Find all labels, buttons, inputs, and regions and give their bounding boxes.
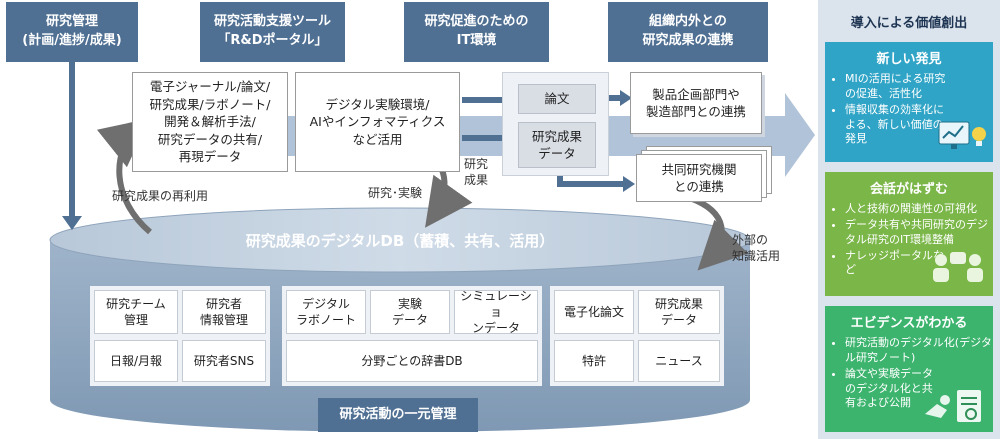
joint-org-box: 共同研究機関 との連携 <box>636 154 762 202</box>
db-cell-digital-labnote: デジタル ラボノート <box>286 290 366 334</box>
header-collaboration: 組織内外との 研究成果の連携 <box>608 2 768 62</box>
value-card-conversation-item: 人と技術の関連性の可視化 <box>845 202 995 217</box>
results-label: 研究 成果 <box>464 157 489 188</box>
product-dept-box: 製品企画部門や 製造部門との連携 <box>630 72 762 134</box>
db-cell-simulation-data: シミュレーショ ンデータ <box>454 289 538 335</box>
value-card-conversation: 会話がはずむ 人と技術の関連性の可視化 データ共有や共同研究のデジタル研究のIT… <box>825 172 993 296</box>
digital-experiment-box: デジタル実験環境/ AIやインフォマティクス など活用 <box>295 72 460 172</box>
reuse-curve-arrow <box>96 118 152 235</box>
evidence-document-icon <box>925 390 981 422</box>
result-data-box: 研究成果 データ <box>518 122 596 168</box>
value-card-discovery-item: MIの活用による研究の促進、活性化 <box>845 72 953 102</box>
header-it-environment: 研究促進のための IT環境 <box>404 2 549 62</box>
value-card-discovery-item: 情報収集の効率化による、新しい価値の発見 <box>845 103 953 148</box>
value-card-conversation-title: 会話がはずむ <box>869 182 948 197</box>
db-cell-team-management: 研究チーム 管理 <box>94 290 178 334</box>
value-card-conversation-item: ナレッジポータルなど <box>845 249 945 279</box>
external-curve-arrow <box>688 195 749 271</box>
value-card-discovery-title: 新しい発見 <box>876 52 942 67</box>
header-research-management: 研究管理 (計画/進捗/成果) <box>6 2 138 62</box>
value-card-evidence-title: エビデンスがわかる <box>850 316 968 331</box>
value-card-discovery: 新しい発見 MIの活用による研究の促進、活性化 情報収集の効率化による、新しい価… <box>825 42 993 162</box>
header-rd-portal: 研究活動支援ツール 「R&Dポータル」 <box>200 2 345 62</box>
db-cell-news: ニュース <box>638 340 720 382</box>
experiment-label: 研究･実験 <box>368 186 423 200</box>
journal-sharing-box: 電子ジャーナル/論文/ 研究成果/ラボノート/ 開発＆解析手法/ 研究データの共… <box>132 72 288 172</box>
db-cell-researcher-info: 研究者 情報管理 <box>182 290 266 334</box>
lab-analysis-icon <box>938 121 986 149</box>
db-title: 研究成果のデジタルDB（蓄積、共有、活用） <box>245 232 555 250</box>
db-cell-experiment-data: 実験 データ <box>370 290 450 334</box>
conversation-icon <box>933 252 983 282</box>
db-cylinder-top <box>49 207 751 273</box>
value-card-evidence-item: 論文や実験データのデジタル化と共有および公開 <box>845 367 937 412</box>
db-footer-label: 研究活動の一元管理 <box>318 398 478 432</box>
reuse-label: 研究成果の再利用 <box>112 189 209 203</box>
db-cell-daily-report: 日報/月報 <box>94 340 178 382</box>
value-card-evidence: エビデンスがわかる 研究活動のデジタル化(デジタル研究ノート) 論文や実験データ… <box>825 306 993 432</box>
db-cell-field-dictionary: 分野ごとの辞書DB <box>286 340 538 382</box>
db-cell-digital-paper: 電子化論文 <box>554 290 634 334</box>
value-card-conversation-item: データ共有や共同研究のデジタル研究のIT環境整備 <box>845 218 995 248</box>
db-cell-researcher-sns: 研究者SNS <box>182 340 266 382</box>
value-card-evidence-item: 研究活動のデジタル化(デジタル研究ノート) <box>845 336 997 366</box>
db-cell-patent: 特許 <box>554 340 634 382</box>
management-down-arrow <box>62 216 82 230</box>
external-knowledge-label: 外部の 知識活用 <box>732 233 781 264</box>
paper-box: 論文 <box>518 84 596 114</box>
db-cell-result-data: 研究成果 データ <box>638 290 720 334</box>
value-panel-title: 導入による価値創出 <box>850 16 968 31</box>
